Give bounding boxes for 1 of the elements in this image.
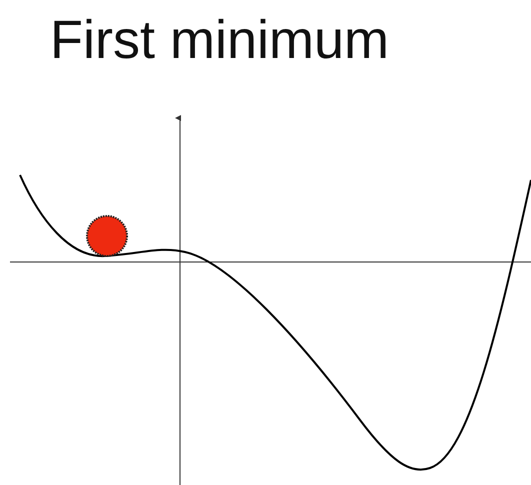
chart-title: First minimum (50, 9, 389, 72)
